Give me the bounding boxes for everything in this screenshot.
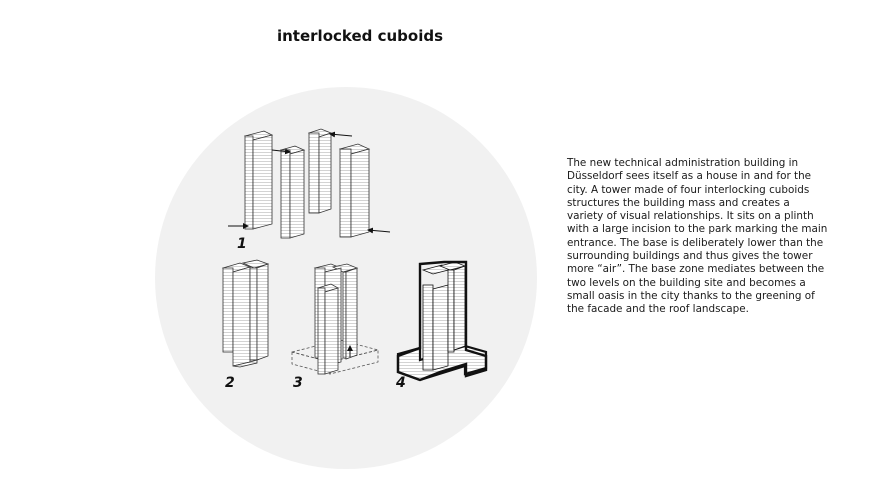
- diagram-title: interlocked cuboids: [276, 27, 444, 45]
- cuboid-b: [279, 145, 306, 239]
- arrow-icon: [271, 148, 291, 155]
- arrow-icon: [329, 131, 353, 138]
- step-label-2: 2: [225, 375, 235, 391]
- description-text: The new technical administration buildin…: [567, 157, 828, 316]
- step-label-3: 3: [293, 375, 303, 391]
- arrow-icon: [367, 227, 391, 234]
- step-label-1: 1: [237, 236, 247, 252]
- cuboid-c: [307, 128, 333, 214]
- step-1-arrows: [228, 131, 391, 234]
- step-label-4: 4: [395, 375, 406, 391]
- step-1-cuboids: [243, 128, 371, 239]
- cuboid-d: [338, 143, 371, 238]
- step-3-tower: [313, 263, 359, 375]
- cuboid-a: [243, 130, 274, 230]
- step-2-tower: [221, 259, 270, 368]
- step-4-building: [396, 260, 488, 382]
